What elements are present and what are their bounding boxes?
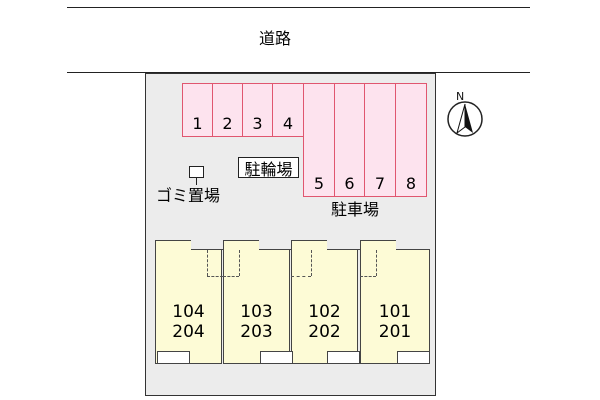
stair-dashed-line xyxy=(376,250,377,276)
entrance-edge xyxy=(191,249,223,250)
unit-102-202 xyxy=(291,240,358,364)
road-edge-top xyxy=(67,7,530,8)
garbage-pointer xyxy=(196,177,197,185)
stair-dashed-line xyxy=(207,250,208,276)
unit-number-lower: 102 xyxy=(308,302,341,322)
compass-north-icon: N xyxy=(447,90,483,137)
stair-dashed-line xyxy=(239,250,240,276)
porch xyxy=(327,351,360,364)
unit-number-lower: 104 xyxy=(172,302,205,322)
unit-number-upper: 203 xyxy=(240,322,273,342)
stair-dashed-line xyxy=(311,250,312,276)
porch xyxy=(397,351,430,364)
entrance-notch xyxy=(259,238,291,250)
stair-dashed-line xyxy=(207,276,223,277)
parking-space-number: 5 xyxy=(313,174,325,193)
unit-103-203 xyxy=(223,240,290,364)
parking-space-4: 4 xyxy=(272,83,304,137)
unit-number-lower: 101 xyxy=(378,302,412,322)
parking-space-number: 7 xyxy=(374,174,386,193)
parking-space-2: 2 xyxy=(212,83,243,137)
unit-number-103-203: 103 203 xyxy=(223,302,290,342)
unit-number-upper: 204 xyxy=(172,322,205,342)
stair-dashed-line xyxy=(360,276,376,277)
porch xyxy=(260,351,293,364)
unit-number-lower: 103 xyxy=(240,302,273,322)
unit-101-201 xyxy=(360,240,430,364)
road-label: 道路 xyxy=(259,29,292,48)
unit-number-102-202: 102 202 xyxy=(291,302,358,342)
unit-number-104-204: 104 204 xyxy=(155,302,222,342)
entrance-notch xyxy=(327,238,360,250)
entrance-edge xyxy=(396,249,430,250)
parking-space-1: 1 xyxy=(182,83,213,137)
parking-label: 駐車場 xyxy=(331,200,380,219)
entrance-edge xyxy=(259,249,291,250)
parking-space-number: 1 xyxy=(192,114,203,133)
stair-dashed-line xyxy=(223,276,239,277)
parking-space-8: 8 xyxy=(395,83,427,197)
garbage-label: ゴミ置場 xyxy=(156,186,221,205)
entrance-notch xyxy=(191,238,223,250)
parking-space-number: 6 xyxy=(344,174,355,193)
entrance-edge xyxy=(327,249,360,250)
unit-number-upper: 201 xyxy=(378,322,412,342)
compass-north-label: N xyxy=(456,90,464,103)
stair-dashed-line xyxy=(291,276,311,277)
parking-space-6: 6 xyxy=(334,83,365,197)
parking-space-number: 2 xyxy=(222,114,233,133)
unit-number-101-201: 101 201 xyxy=(360,302,430,342)
parking-space-number: 8 xyxy=(405,174,417,193)
entrance-notch xyxy=(396,238,430,250)
porch xyxy=(157,351,190,364)
bicycle-parking: 駐輪場 xyxy=(238,157,299,179)
parking-space-3: 3 xyxy=(242,83,273,137)
parking-space-number: 4 xyxy=(282,114,294,133)
unit-104-204 xyxy=(155,240,222,364)
bicycle-parking-label: 駐輪場 xyxy=(244,159,293,179)
road-edge-bottom xyxy=(67,72,530,73)
parking-space-7: 7 xyxy=(364,83,396,197)
unit-number-upper: 202 xyxy=(308,322,341,342)
parking-space-5: 5 xyxy=(303,83,335,197)
parking-space-number: 3 xyxy=(252,114,263,133)
